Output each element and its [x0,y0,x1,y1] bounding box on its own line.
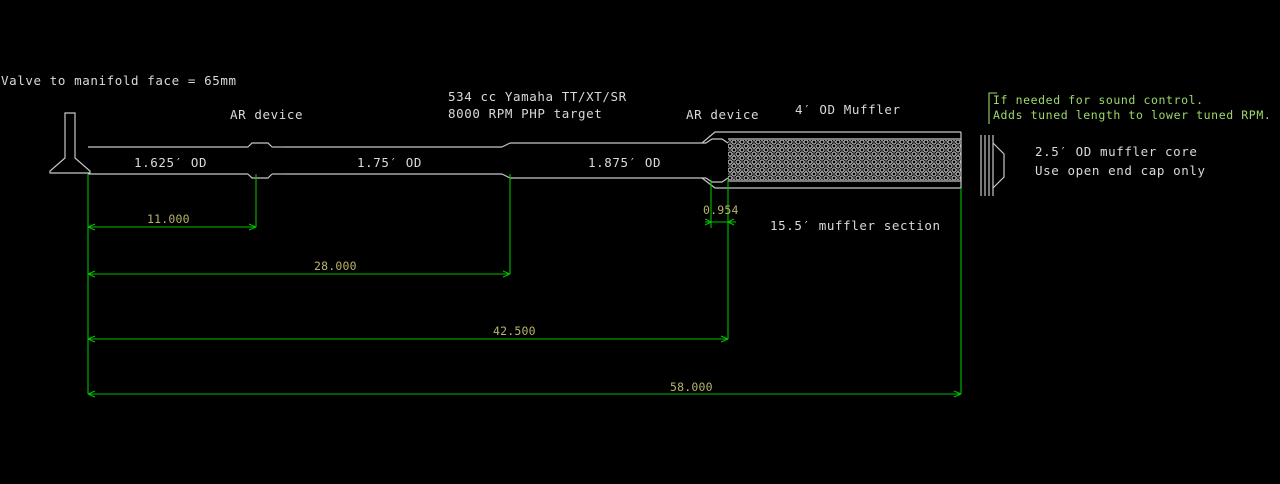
ar-device-2-shape [705,138,729,183]
valve-to-manifold-note: Valve to manifold face = 65mm [1,73,237,88]
dimension-text-42500: 42.500 [493,324,536,338]
dimension-lines [87,174,962,398]
muffler-core-note-line-1: 2.5′ OD muffler core [1035,144,1198,159]
muffler-section-label: 15.5′ muffler section [770,218,941,233]
pipe-section-1 [88,146,248,175]
muffler-core-note-line-2: Use open end cap only [1035,163,1206,178]
pipe-section-3 [510,142,706,179]
dimension-text-11: 11.000 [147,212,190,226]
ar-device-label-2: AR device [686,107,760,122]
muffler-body [701,131,962,189]
muffler-title-label: 4′ OD Muffler [795,102,901,117]
sound-control-note-line-1: If needed for sound control. [993,93,1204,107]
engine-spec-line-1: 534 cc Yamaha TT/XT/SR [448,89,627,104]
engine-spec-line-2: 8000 RPM PHP target [448,106,603,121]
pipe-od-label-3: 1.875′ OD [588,155,662,170]
ar-device-1-shape [247,142,285,179]
dimension-text-28: 28.000 [314,259,357,273]
dimension-text-0954: 0.954 [703,203,739,217]
sound-control-note-line-2: Adds tuned length to lower tuned RPM. [993,108,1272,122]
ar-device-label-1: AR device [230,107,304,122]
pipe-od-label-2: 1.75′ OD [357,155,423,170]
pipe-section-2 [285,142,511,179]
valve-icon [49,112,91,174]
end-cap-detail [980,135,1005,196]
pipe-od-label-1: 1.625′ OD [134,155,208,170]
note-leader-bracket [988,92,997,124]
dimension-text-58000: 58.000 [670,380,713,394]
